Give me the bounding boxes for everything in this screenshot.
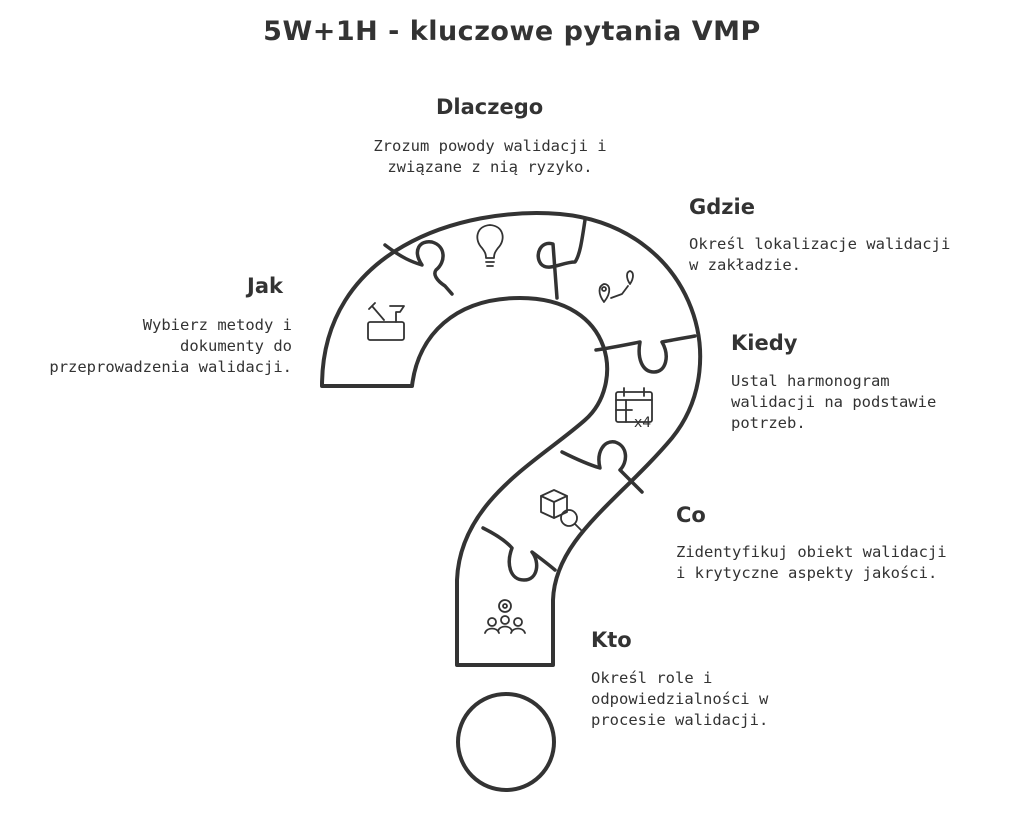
page-title: 5W+1H - kluczowe pytania VMP	[263, 16, 761, 47]
seam-co-kto	[481, 526, 557, 582]
desc-kiedy-line-1: Ustal harmonogram	[731, 372, 890, 390]
desc-dlaczego-line-2: związane z nią ryzyko.	[387, 158, 593, 176]
label-kiedy: Kiedy	[731, 331, 798, 355]
desc-kto-line-3: procesie walidacji.	[591, 711, 769, 729]
desc-co-line-1: Zidentyfikuj obiekt walidacji	[676, 543, 947, 561]
seam-kiedy-co	[560, 440, 644, 494]
label-dlaczego: Dlaczego	[436, 95, 544, 119]
desc-dlaczego-line-1: Zrozum powody walidacji i	[373, 137, 607, 155]
desc-kto: Określ role i odpowiedzialności w proces…	[591, 668, 768, 731]
desc-co-line-2: i krytyczne aspekty jakości.	[676, 564, 938, 582]
toolbox-icon	[367, 302, 405, 341]
desc-co: Zidentyfikuj obiekt walidacji i krytyczn…	[676, 542, 947, 584]
desc-gdzie-line-1: Określ lokalizacje walidacji	[689, 235, 951, 253]
desc-kto-line-2: odpowiedzialności w	[591, 690, 769, 708]
team-gear-icon	[484, 599, 526, 634]
desc-jak-line-1: Wybierz metody i	[142, 316, 292, 334]
label-kto: Kto	[591, 628, 632, 652]
location-route-icon	[598, 270, 634, 303]
desc-jak-line-2: dokumenty do	[180, 337, 292, 355]
seam-jak-dlaczego	[383, 240, 454, 296]
seam-dlaczego-gdzie	[536, 218, 587, 300]
seam-gdzie-kiedy	[594, 334, 697, 374]
desc-kiedy-line-2: walidacji na podstawie	[731, 393, 937, 411]
calendar-repeat-icon	[615, 387, 653, 423]
cube-search-icon	[540, 489, 582, 531]
label-jak: Jak	[247, 274, 283, 298]
lightbulb-icon	[476, 224, 504, 267]
desc-gdzie-line-2: w zakładzie.	[689, 256, 801, 274]
label-gdzie: Gdzie	[689, 195, 755, 219]
question-mark-outline	[320, 211, 703, 667]
question-mark-dot	[456, 692, 556, 792]
desc-kiedy-line-3: potrzeb.	[731, 414, 806, 432]
desc-gdzie: Określ lokalizacje walidacji w zakładzie…	[689, 234, 950, 276]
calendar-repeat-count: x4	[634, 415, 651, 431]
desc-kto-line-1: Określ role i	[591, 669, 713, 687]
desc-kiedy: Ustal harmonogram walidacji na podstawie…	[731, 371, 936, 434]
desc-jak: Wybierz metody i dokumenty do przeprowad…	[30, 315, 292, 378]
desc-jak-line-3: przeprowadzenia walidacji.	[49, 358, 292, 376]
desc-dlaczego: Zrozum powody walidacji i związane z nią…	[345, 136, 635, 178]
label-co: Co	[676, 503, 706, 527]
